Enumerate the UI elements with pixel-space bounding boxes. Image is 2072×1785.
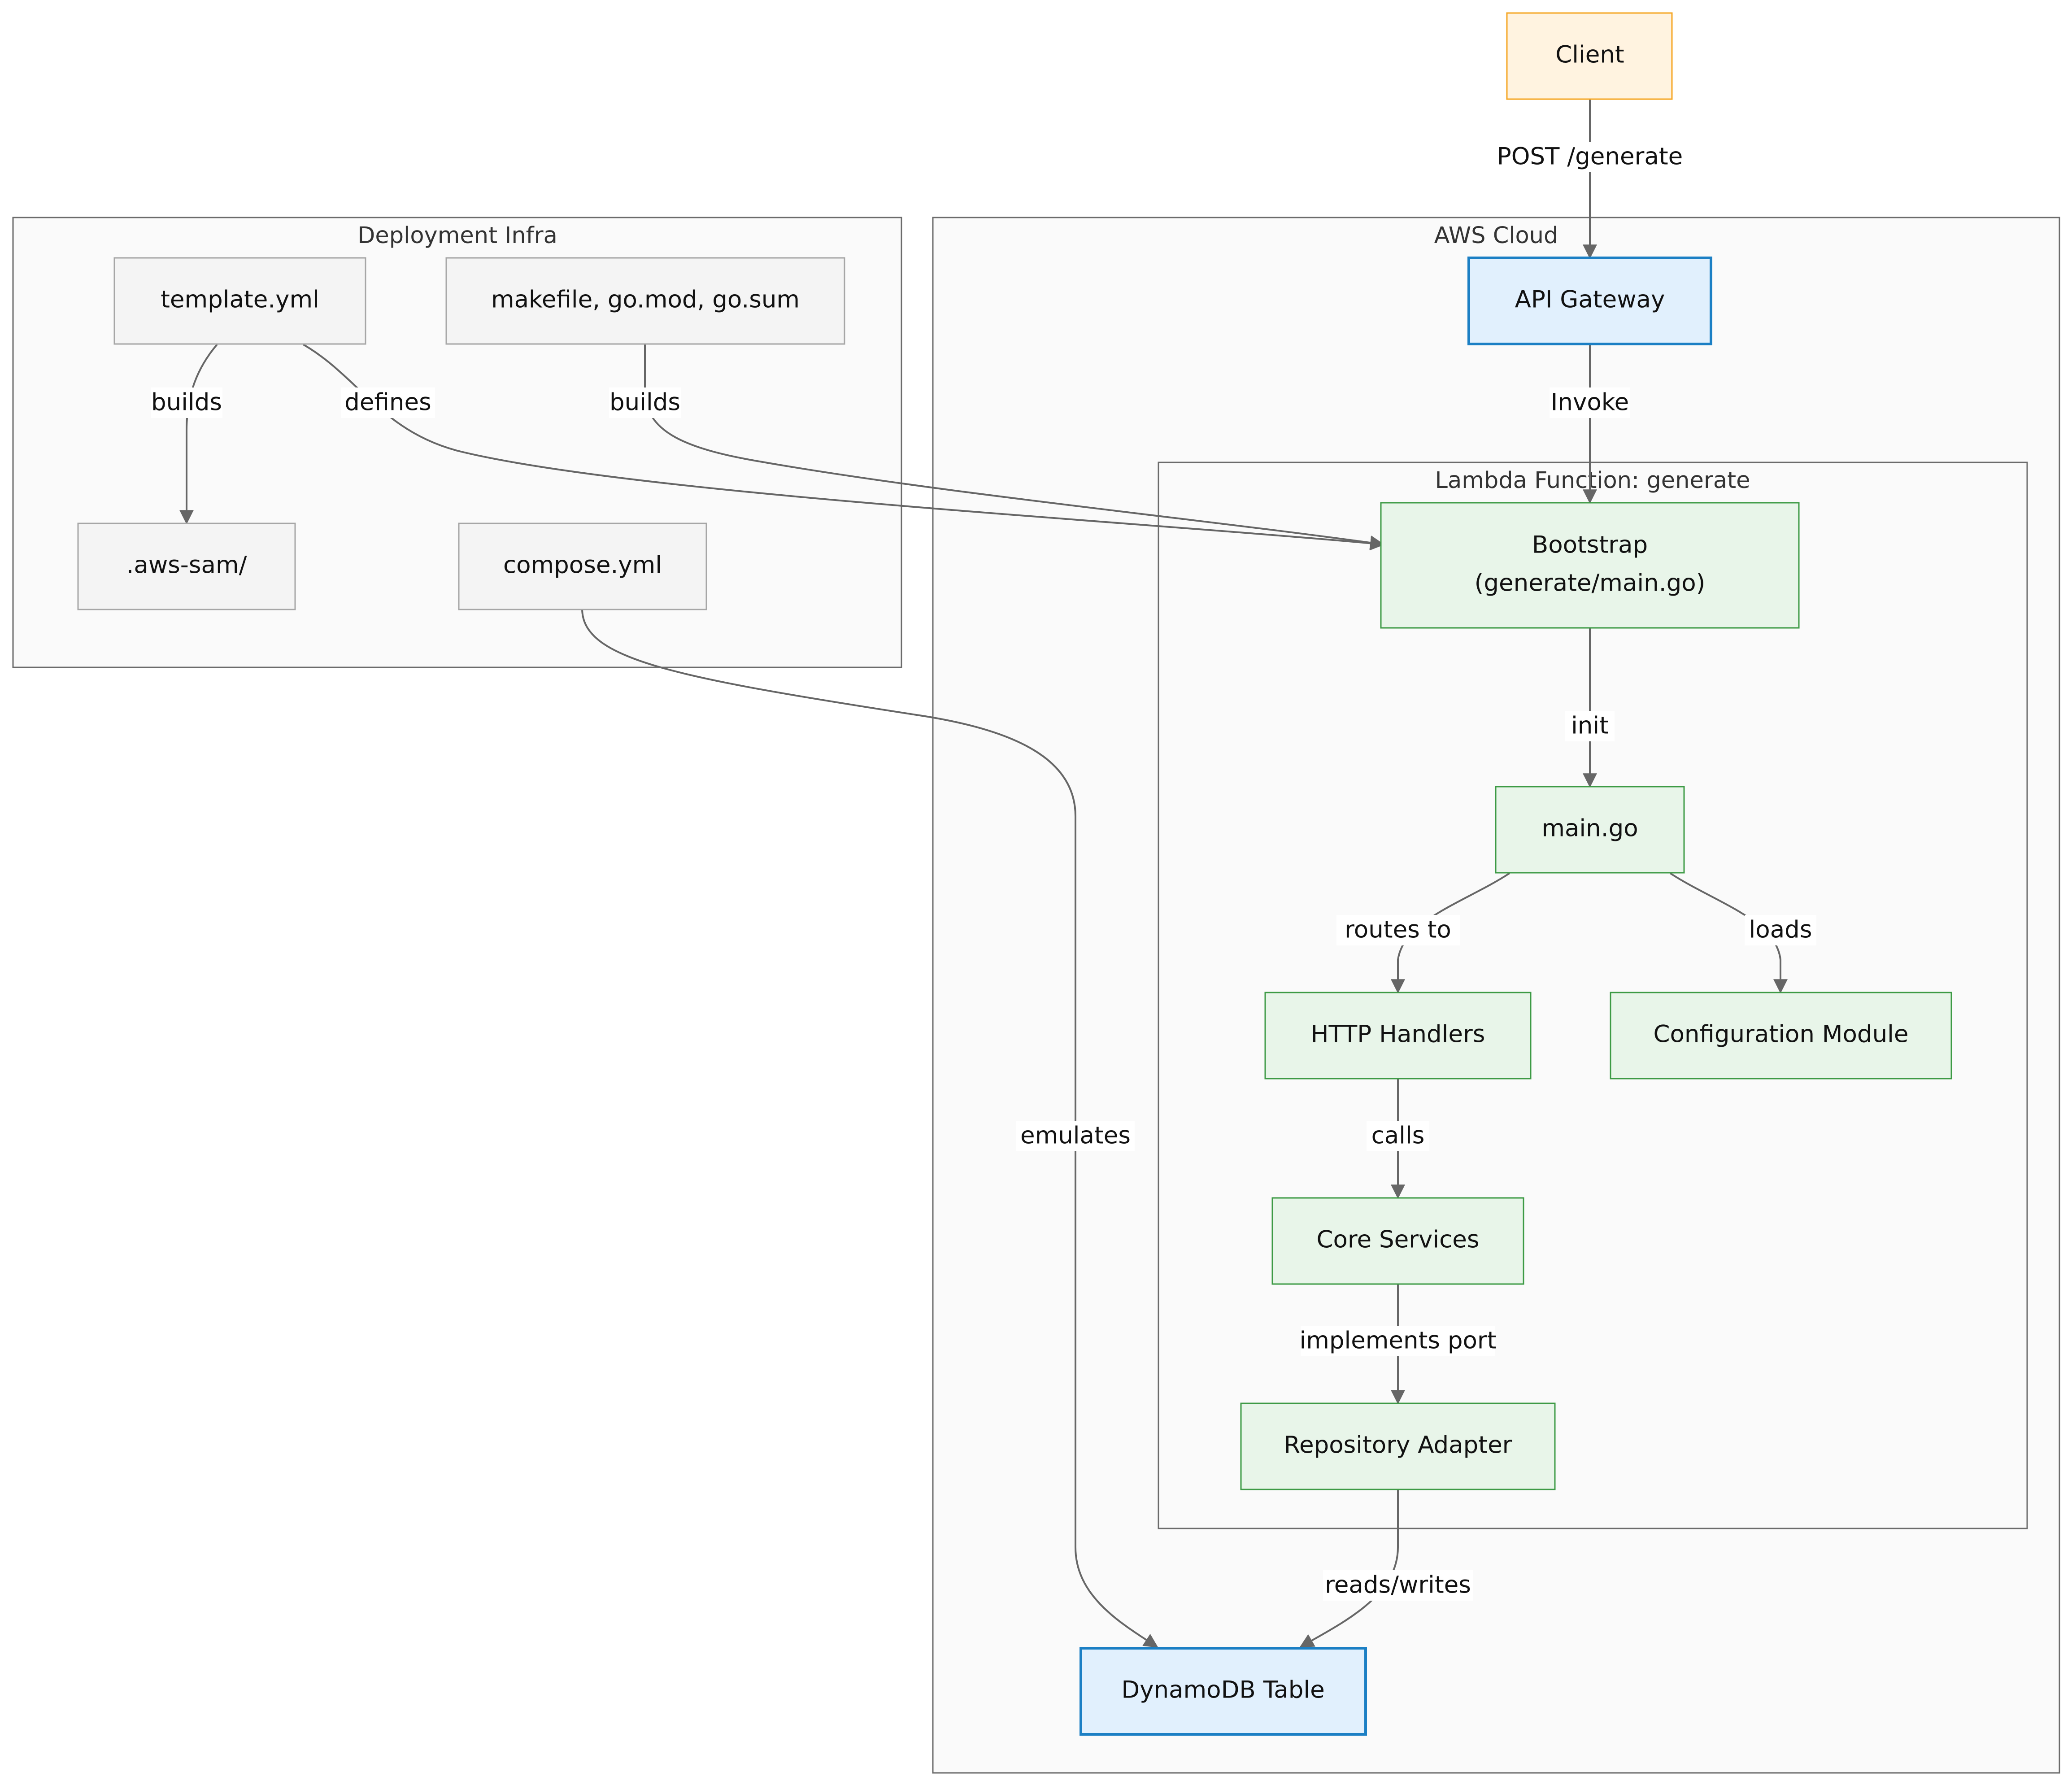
edge-label-init: init	[1571, 712, 1609, 740]
node-label-configuration-module: Configuration Module	[1654, 1021, 1909, 1048]
node-label-client: Client	[1555, 41, 1624, 69]
node-compose-yml[interactable]: compose.yml	[458, 522, 707, 610]
edge-makefile-to-bootstrap: builds	[609, 344, 1385, 550]
edge-compose-to-dynamodb: emulates	[581, 608, 1158, 1648]
edge-label-reads-writes: reads/writes	[1325, 1572, 1471, 1599]
edge-main-go-to-http-handlers: routes to	[1336, 872, 1510, 994]
cluster-label-lambda-function: Lambda Function: generate	[1435, 467, 1750, 494]
node-label-core-services: Core Services	[1316, 1226, 1479, 1254]
edge-label-invoke: Invoke	[1551, 389, 1629, 416]
node-client[interactable]: Client	[1506, 12, 1673, 100]
node-label-aws-sam: .aws-sam/	[126, 552, 247, 579]
node-repository-adapter[interactable]: Repository Adapter	[1240, 1402, 1556, 1490]
node-label-api-gateway: API Gateway	[1515, 286, 1665, 313]
node-api-gateway[interactable]: API Gateway	[1467, 257, 1712, 345]
node-label-main-go: main.go	[1541, 815, 1638, 842]
edge-template-to-aws-sam: builds	[151, 344, 222, 525]
cluster-label-deployment-infra: Deployment Infra	[357, 222, 557, 249]
node-label-makefile: makefile, go.mod, go.sum	[491, 286, 800, 313]
edge-bootstrap-to-main-go: init	[1565, 628, 1615, 788]
node-template-yml[interactable]: template.yml	[113, 257, 366, 345]
node-core-services[interactable]: Core Services	[1271, 1197, 1524, 1285]
node-label-dynamodb-table: DynamoDB Table	[1121, 1676, 1324, 1704]
node-label-repository-adapter: Repository Adapter	[1284, 1432, 1512, 1459]
edge-label-defines: defines	[344, 389, 431, 416]
edge-main-go-to-configuration-module: loads	[1669, 872, 1816, 994]
edge-label-implements-port: implements port	[1299, 1327, 1496, 1354]
node-configuration-module[interactable]: Configuration Module	[1610, 992, 1952, 1080]
node-label-bootstrap-path: (generate/main.go)	[1475, 570, 1706, 597]
edge-label-routes-to: routes to	[1345, 916, 1451, 944]
edge-label-builds-bootstrap: builds	[609, 389, 680, 416]
node-aws-sam[interactable]: .aws-sam/	[77, 522, 296, 610]
node-label-http-handlers: HTTP Handlers	[1311, 1021, 1485, 1048]
cluster-label-aws-cloud: AWS Cloud	[1434, 222, 1558, 249]
edge-api-gateway-to-bootstrap: Invoke	[1550, 344, 1630, 504]
edge-label-builds-sam: builds	[151, 389, 222, 416]
edge-template-to-bootstrap: defines	[302, 344, 1385, 551]
node-makefile[interactable]: makefile, go.mod, go.sum	[445, 257, 845, 345]
edge-repository-adapter-to-dynamodb: reads/writes	[1299, 1489, 1473, 1648]
node-dynamodb-table[interactable]: DynamoDB Table	[1080, 1647, 1367, 1736]
edge-label-loads: loads	[1749, 916, 1812, 944]
node-http-handlers[interactable]: HTTP Handlers	[1264, 992, 1532, 1080]
edge-http-handlers-to-core-services: calls	[1367, 1078, 1429, 1199]
node-bootstrap[interactable]: Bootstrap (generate/main.go)	[1380, 502, 1800, 629]
node-label-bootstrap: Bootstrap	[1532, 531, 1648, 559]
edge-client-to-api-gateway: POST /generate	[1491, 100, 1689, 259]
node-label-compose-yml: compose.yml	[503, 552, 662, 579]
edge-label-emulates: emulates	[1020, 1122, 1131, 1149]
node-main-go[interactable]: main.go	[1495, 786, 1685, 874]
edge-core-services-to-repository-adapter: implements port	[1299, 1284, 1497, 1405]
node-label-template-yml: template.yml	[161, 286, 319, 313]
edge-label-calls: calls	[1371, 1122, 1425, 1149]
edge-label-post-generate: POST /generate	[1497, 143, 1683, 170]
